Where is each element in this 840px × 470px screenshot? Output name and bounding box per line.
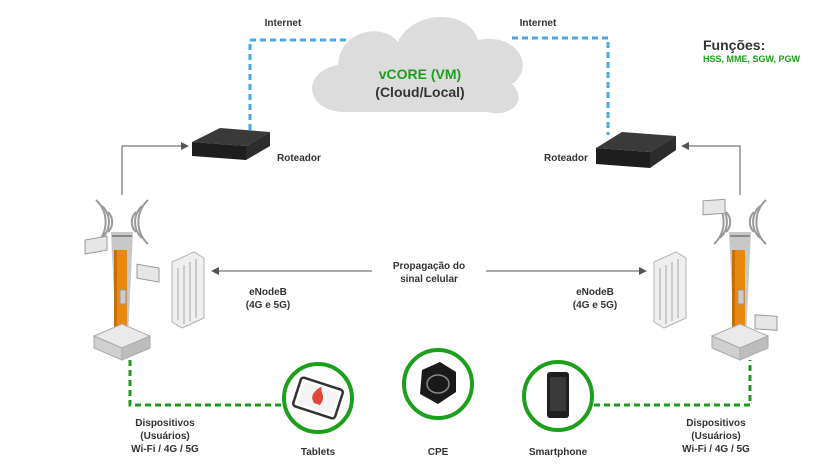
device-link-left (128, 360, 282, 407)
enodeb-radio-icon (653, 251, 687, 329)
enodeb-left-line1: eNodeB (249, 287, 287, 298)
devices-right-line2: (Usuários) (691, 431, 741, 442)
enodeb-right-line2: (4G e 5G) (572, 300, 618, 311)
smartphone-label: Smartphone (528, 447, 588, 458)
router-label-left: Roteador (277, 153, 321, 164)
router-icon (596, 132, 676, 168)
enodeb-right-line1: eNodeB (576, 287, 614, 298)
cell-tower-icon (84, 199, 160, 361)
functions-list: HSS, MME, SGW, PGW (703, 54, 801, 64)
cell-tower-icon (702, 198, 778, 361)
propagation-line1: Propagação do (392, 261, 466, 272)
devices-right-line1: Dispositivos (686, 418, 746, 429)
tablets-label: Tablets (300, 447, 336, 458)
devices-left-line2: (Usuários) (140, 431, 190, 442)
cloud-icon (312, 16, 523, 114)
devices-left-line1: Dispositivos (135, 418, 195, 429)
cloud-title: vCORE (VM) (378, 66, 462, 82)
cpe-label: CPE (427, 447, 449, 458)
devices-left-line3: Wi-Fi / 4G / 5G (131, 444, 199, 455)
device-link-right (584, 360, 752, 407)
arrow-icon (121, 142, 189, 195)
cpe-icon (402, 348, 474, 420)
enodeb-radio-icon (171, 251, 205, 329)
devices-right-line3: Wi-Fi / 4G / 5G (682, 444, 750, 455)
smartphone-icon (522, 360, 594, 432)
tablet-icon (282, 362, 354, 434)
internet-label-left: Internet (264, 18, 302, 29)
router-label-right: Roteador (544, 153, 588, 164)
router-icon (192, 128, 270, 160)
functions-title: Funções: (703, 37, 766, 53)
internet-label-right: Internet (519, 18, 557, 29)
arrow-icon (681, 142, 741, 195)
internet-link-right (512, 36, 610, 135)
internet-link-left (248, 38, 350, 130)
cloud-subtitle: (Cloud/Local) (375, 84, 465, 100)
propagation-line2: sinal celular (400, 274, 458, 285)
enodeb-left-line2: (4G e 5G) (245, 300, 291, 311)
